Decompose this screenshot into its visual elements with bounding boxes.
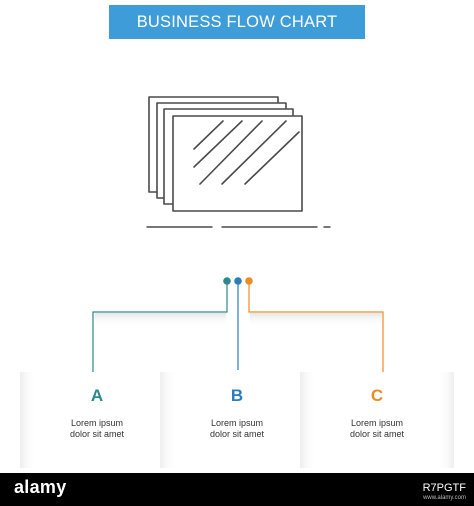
step-caption-a-line2: dolor sit amet [69,429,125,439]
step-caption-b-line2: dolor sit amet [209,429,265,439]
stock-image-id: R7PGTF [422,482,466,494]
step-caption-c-line2: dolor sit amet [349,429,405,439]
site-url: www.alamy.com [423,495,466,501]
step-caption-c-line1: Lorem ipsum [350,418,404,428]
connector-a [92,277,231,372]
stacked-cards-icon [148,96,303,212]
step-caption-a: Lorem ipsum dolor sit amet [20,418,174,440]
title-banner: BUSINESS FLOW CHART [109,5,365,39]
shadow-fade-left [95,313,226,327]
step-caption-b: Lorem ipsum dolor sit amet [160,418,314,440]
shadow-fade-right [250,313,382,327]
step-panel-a: A Lorem ipsum dolor sit amet [20,372,174,468]
step-caption-c: Lorem ipsum dolor sit amet [300,418,454,440]
step-caption-b-line1: Lorem ipsum [210,418,264,428]
step-letter-b: B [230,386,244,405]
watermark-footer: alamy R7PGTF www.alamy.com [0,473,474,506]
step-panel-b: B Lorem ipsum dolor sit amet [160,372,314,468]
step-letter-a: A [90,386,104,405]
step-caption-a-line1: Lorem ipsum [70,418,124,428]
step-panel-c: C Lorem ipsum dolor sit amet [300,372,454,468]
connector-c [245,277,384,372]
connector-b [234,277,242,370]
alamy-logo: alamy [14,477,67,497]
step-letter-c: C [370,386,384,405]
chart-title: BUSINESS FLOW CHART [136,12,338,31]
